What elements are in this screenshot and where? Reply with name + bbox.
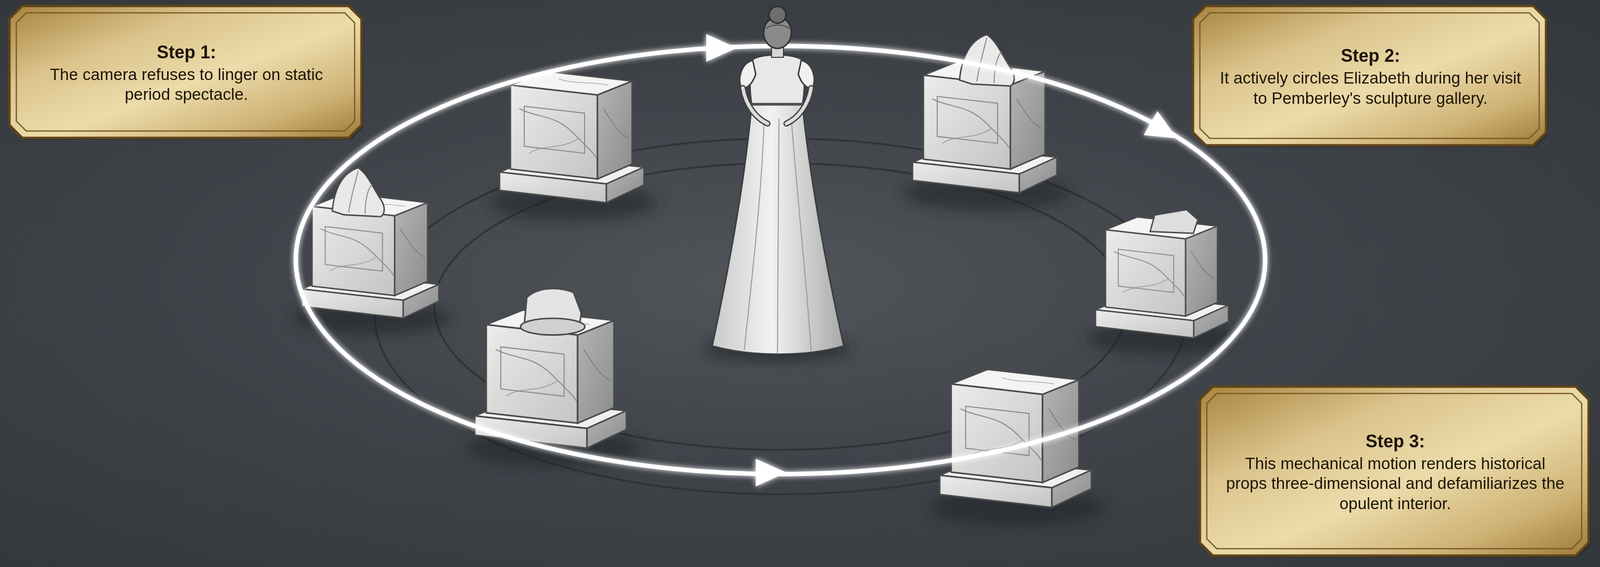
- elizabeth-figure: [703, 6, 852, 362]
- pedestal-right: [1086, 209, 1242, 355]
- step-plaque: Step 1:The camera refuses to linger on s…: [8, 4, 365, 141]
- pedestal-top-right: [902, 34, 1071, 211]
- plaque-body: [1192, 5, 1547, 146]
- pedestal-top-left: [489, 71, 658, 221]
- plaque-inner-border: [1199, 12, 1540, 139]
- step-description: The camera refuses to linger on static p…: [35, 64, 338, 105]
- step-heading: Step 1:: [156, 41, 217, 63]
- plaque-inner-border: [16, 12, 355, 132]
- camera-orbit: [295, 34, 1266, 487]
- plaque-body: [9, 5, 362, 138]
- step-plaque: Step 2:It actively circles Elizabeth dur…: [1191, 4, 1550, 149]
- step-heading: Step 3:: [1365, 430, 1425, 453]
- plaque-inner-border: [1206, 393, 1582, 549]
- step-description: This mechanical motion renders historica…: [1225, 454, 1565, 514]
- step-description: It actively circles Elizabeth during her…: [1218, 68, 1523, 109]
- pedestal-bottom-left: [464, 288, 641, 468]
- step-plaque: Step 3:This mechanical motion renders hi…: [1198, 385, 1592, 559]
- pedestal-left: [292, 168, 453, 336]
- plaque-body: [1199, 386, 1589, 556]
- step-heading: Step 2:: [1340, 45, 1401, 67]
